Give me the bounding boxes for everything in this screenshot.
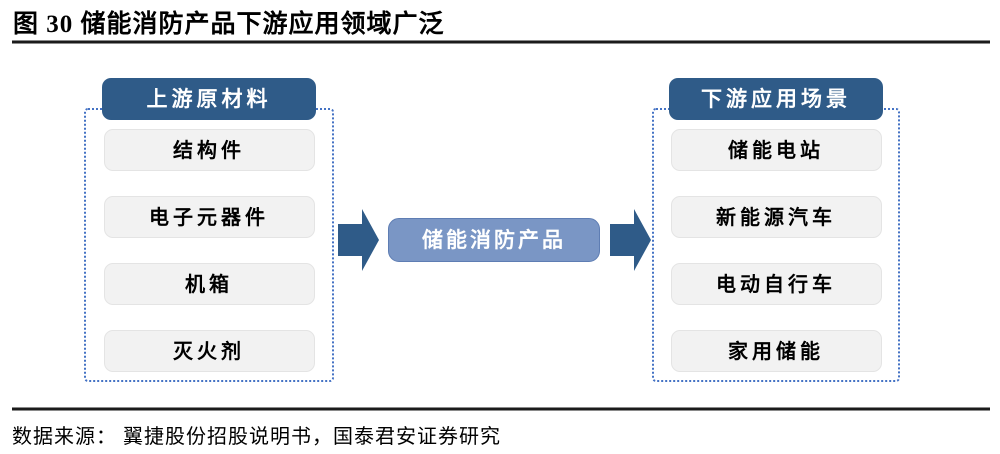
upstream-item-chassis: 机箱: [103, 263, 315, 305]
downstream-item-list: 储能电站 新能源汽车 电动自行车 家用储能: [654, 129, 898, 372]
downstream-item-electric-bicycle: 电动自行车: [670, 263, 882, 305]
upstream-header: 上游原材料: [102, 78, 316, 120]
downstream-header: 下游应用场景: [669, 78, 883, 120]
upstream-item-electronic-components: 电子元器件: [103, 196, 315, 238]
upstream-item-structural-parts: 结构件: [103, 129, 315, 171]
upstream-item-extinguishing-agent: 灭火剂: [103, 330, 315, 372]
figure-title: 图 30 储能消防产品下游应用领域广泛: [13, 11, 445, 38]
downstream-item-new-energy-vehicle: 新能源汽车: [670, 196, 882, 238]
flow-arrow-right-icon: [610, 209, 651, 271]
flow-arrow-right-icon: [338, 209, 379, 271]
downstream-item-energy-storage-station: 储能电站: [670, 129, 882, 171]
upstream-item-list: 结构件 电子元器件 机箱 灭火剂: [86, 129, 332, 372]
source-note: 数据来源： 翼捷股份招股说明书，国泰君安证券研究: [12, 426, 501, 448]
center-product-box: 储能消防产品: [388, 218, 600, 262]
title-divider: [12, 40, 990, 44]
upstream-panel: 上游原材料 结构件 电子元器件 机箱 灭火剂: [84, 78, 334, 382]
downstream-item-home-energy-storage: 家用储能: [670, 330, 882, 372]
footer-divider: [12, 407, 990, 411]
downstream-panel: 下游应用场景 储能电站 新能源汽车 电动自行车 家用储能: [652, 78, 900, 382]
